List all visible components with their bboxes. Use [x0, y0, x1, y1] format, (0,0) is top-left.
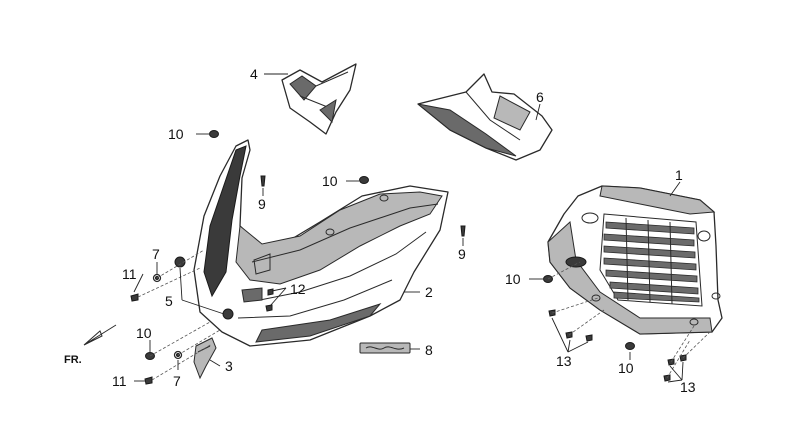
grommet-5b: [222, 308, 234, 320]
clip-9-right: [460, 225, 466, 237]
radiator-grille: [603, 217, 700, 305]
callout-11-lower: 11: [112, 373, 127, 389]
callout-13-right: 13: [680, 379, 696, 395]
callout-13-left: 13: [556, 353, 572, 369]
callout-10-top: 10: [168, 126, 184, 142]
part-6-upper-cover: [417, 73, 553, 161]
screw-13-c: [585, 334, 593, 342]
nut-10-top: [209, 130, 219, 138]
callout-10-bottom: 10: [618, 360, 634, 376]
clip-9-left: [260, 175, 266, 187]
callout-7-upper: 7: [152, 246, 160, 262]
callout-9-right: 9: [458, 246, 466, 262]
part-1-radiator-cover: [547, 185, 723, 335]
part-4-bracket: [281, 63, 357, 135]
callout-1: 1: [675, 167, 683, 183]
callout-10-center: 10: [322, 173, 338, 189]
callout-11-upper: 11: [122, 266, 137, 282]
screw-11-lower: [144, 376, 153, 385]
screw-12-a: [267, 288, 274, 296]
screw-12-b: [265, 304, 273, 312]
leader-lines: [133, 73, 684, 383]
assembly-lines: [137, 249, 713, 381]
callout-3: 3: [225, 358, 233, 374]
nut-10-center: [359, 176, 369, 184]
part-2-front-panel: [193, 139, 449, 347]
screw-11-upper: [130, 293, 139, 302]
callout-10-right: 10: [505, 271, 521, 287]
callout-5: 5: [165, 293, 173, 309]
callout-6: 6: [536, 89, 544, 105]
nut-10-right-b: [625, 342, 635, 350]
fasteners: [130, 130, 687, 385]
callout-10-left: 10: [136, 325, 152, 341]
front-arrow-icon: [83, 324, 117, 346]
callout-12: 12: [290, 281, 306, 297]
part-8-emblem: [359, 342, 411, 354]
callout-7-lower: 7: [173, 373, 181, 389]
front-direction-indicator: FR.: [64, 324, 117, 366]
front-label: FR.: [64, 354, 82, 366]
part-3-bracket: [193, 337, 217, 380]
callout-labels: 1 2 3 4 5 6 7 7 8 9 9 10 10 10 10 11 11 …: [112, 66, 696, 395]
callout-9-left: 9: [258, 196, 266, 212]
callout-2: 2: [425, 284, 433, 300]
grommet-5a: [174, 256, 186, 268]
callout-8: 8: [425, 342, 433, 358]
clip-7-upper: [152, 273, 162, 283]
callout-4: 4: [250, 66, 258, 82]
